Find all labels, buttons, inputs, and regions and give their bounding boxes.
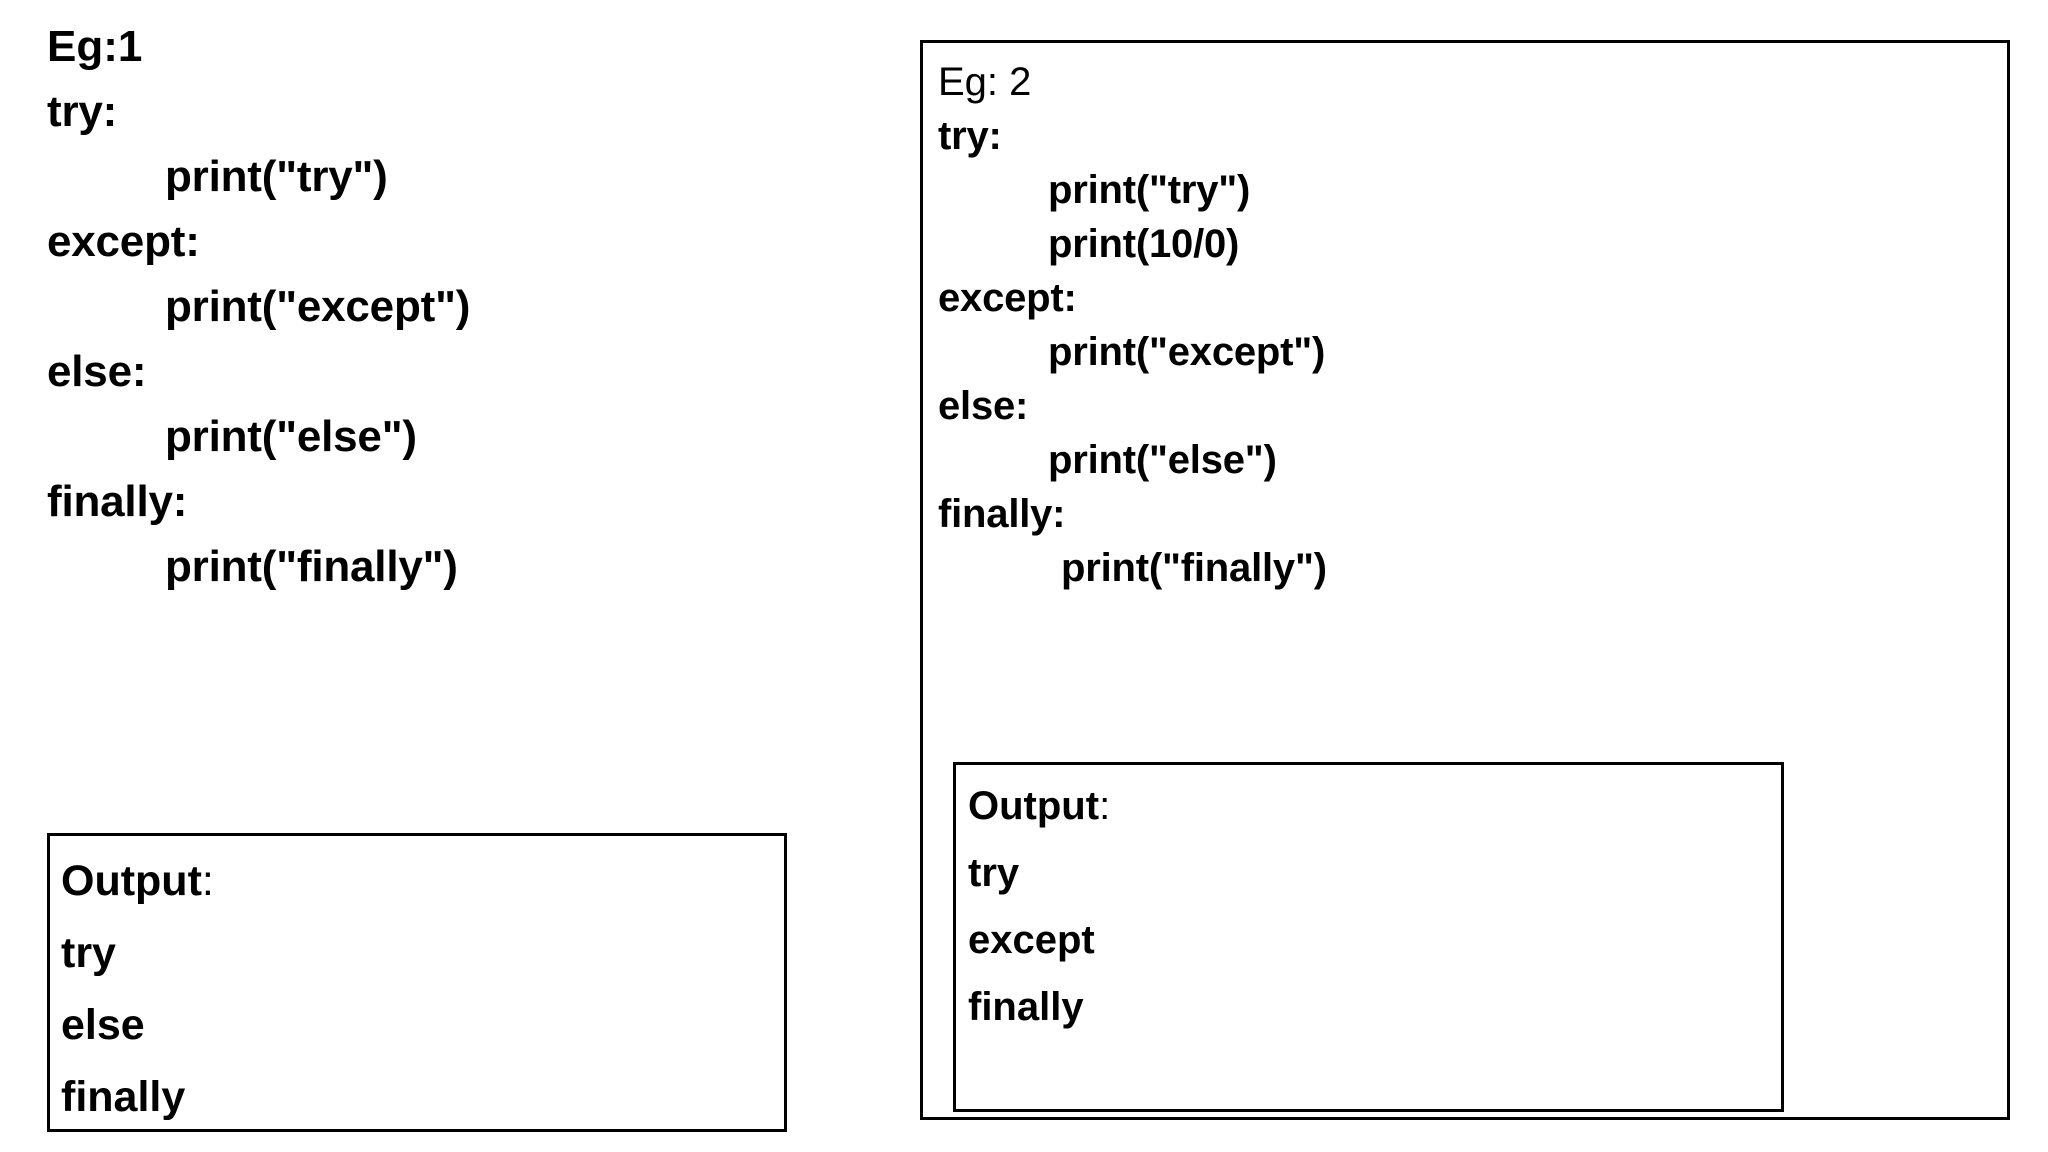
right-output-label-colon: :	[1099, 784, 1111, 828]
left-code-line-else: else:	[47, 347, 147, 396]
left-output-label: Output	[61, 857, 202, 905]
right-output-line-1: try	[968, 851, 1020, 895]
left-code-line-try: try:	[47, 87, 118, 136]
right-output-content: Output: try except finally	[956, 765, 1781, 1041]
left-example-title: Eg:1	[47, 22, 143, 71]
right-code-line-print-divzero: print(10/0)	[1048, 222, 1240, 266]
right-example-content: Eg: 2 try: print("try") print(10/0) exce…	[923, 43, 2007, 1117]
right-output-line-3: finally	[968, 985, 1084, 1029]
right-code-line-print-except: print("except")	[1048, 330, 1326, 374]
right-code-line-finally: finally:	[938, 492, 1066, 536]
right-example-title: Eg: 2	[938, 60, 1032, 104]
left-output-label-colon: :	[201, 857, 214, 905]
right-code-line-print-try: print("try")	[1048, 168, 1251, 212]
right-code-line-print-finally: print("finally")	[1061, 546, 1327, 590]
right-code-line-try: try:	[938, 114, 1002, 158]
left-code-line-except: except:	[47, 217, 200, 266]
right-output-label: Output	[968, 784, 1100, 828]
left-output-content: Output: try else finally	[50, 836, 784, 1133]
left-example-block: Eg:1 try: print("try") except: print("ex…	[47, 14, 867, 599]
left-output-line-1: try	[61, 929, 116, 977]
right-output-box: Output: try except finally	[953, 762, 1784, 1112]
left-output-box: Output: try else finally	[47, 833, 787, 1132]
left-code-line-print-try: print("try")	[165, 152, 388, 201]
right-output-line-2: except	[968, 918, 1095, 962]
left-code-line-print-except: print("except")	[165, 282, 471, 331]
right-code-line-except: except:	[938, 276, 1077, 320]
right-example-block: Eg: 2 try: print("try") print(10/0) exce…	[920, 40, 2010, 1120]
left-output-line-3: finally	[61, 1073, 186, 1121]
right-code-line-print-else: print("else")	[1048, 438, 1277, 482]
left-output-label-row: Output:	[61, 845, 784, 917]
left-code-line-print-else: print("else")	[165, 412, 417, 461]
right-output-label-row: Output:	[968, 773, 1781, 840]
right-code-line-else: else:	[938, 384, 1029, 428]
left-output-line-2: else	[61, 1001, 145, 1049]
left-code-line-finally: finally:	[47, 477, 188, 526]
left-code-line-print-finally: print("finally")	[165, 542, 458, 591]
